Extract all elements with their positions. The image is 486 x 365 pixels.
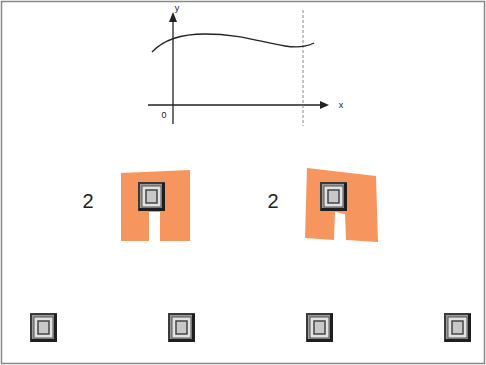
axis-label: x [339, 101, 344, 110]
block-shape [121, 170, 190, 241]
block-shape [305, 168, 378, 242]
axis-label: y [175, 4, 180, 13]
graph [148, 10, 329, 126]
count-number: 2 [267, 191, 278, 211]
origin-label: 0 [161, 111, 166, 120]
count-number: 2 [82, 191, 93, 211]
